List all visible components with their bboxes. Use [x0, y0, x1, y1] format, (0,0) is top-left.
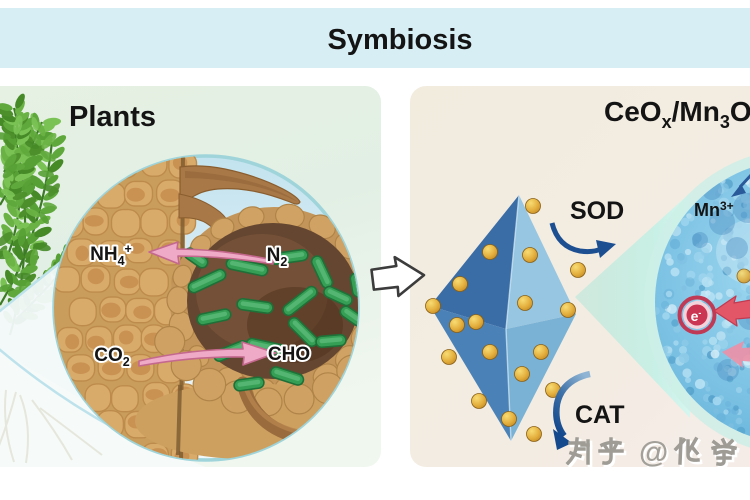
svg-text:e-: e- — [691, 308, 702, 324]
svg-text:SOD: SOD — [570, 197, 624, 225]
svg-text:CHO: CHO — [268, 344, 310, 365]
svg-text:@: @ — [641, 438, 670, 471]
svg-text:Symbiosis: Symbiosis — [327, 24, 472, 56]
svg-text:CAT: CAT — [575, 401, 625, 429]
svg-text:@: @ — [639, 436, 668, 469]
svg-text:Plants: Plants — [69, 101, 156, 133]
svg-text:CHO: CHO — [268, 344, 310, 365]
